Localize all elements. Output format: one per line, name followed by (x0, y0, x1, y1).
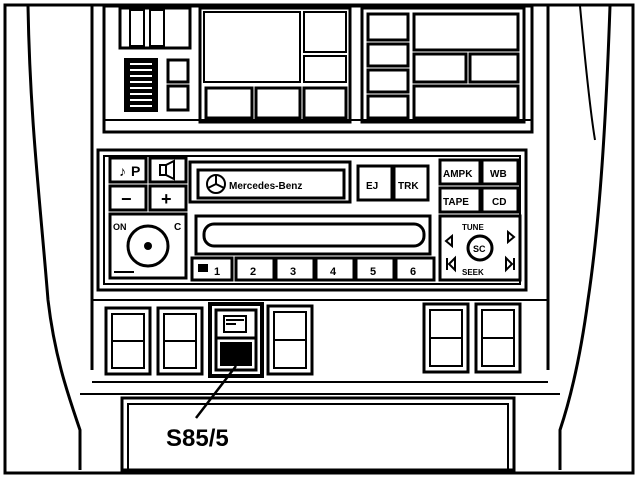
window-switch-icon (223, 315, 247, 333)
preset-button-4[interactable] (314, 256, 356, 282)
volume-knob[interactable] (126, 224, 170, 268)
ampk-label: AMPK (443, 169, 473, 180)
console-right-outer (579, 5, 596, 141)
climate-display (198, 6, 352, 124)
preset-button-6[interactable] (394, 256, 436, 282)
tune-label: TUNE (462, 223, 484, 232)
climate-button-5[interactable] (366, 42, 410, 68)
climate-button-2[interactable] (254, 86, 302, 120)
console-right-edge (558, 5, 612, 470)
switch-4[interactable] (266, 304, 314, 376)
speaker-button[interactable] (148, 156, 188, 184)
wb-label: WB (490, 169, 507, 180)
climate-panel (102, 4, 534, 134)
minus-button[interactable] (108, 184, 148, 212)
track-label: TRK (398, 181, 419, 192)
preset-button-3[interactable] (274, 256, 316, 282)
thumbwheel[interactable] (124, 58, 158, 112)
scan-label: SC (473, 244, 486, 254)
climate-button-4[interactable] (366, 12, 410, 42)
power-knob-area (108, 212, 188, 280)
speaker-icon (159, 159, 175, 181)
preset-button-5[interactable] (354, 256, 396, 282)
brand-label: Mercedes-Benz (229, 181, 302, 192)
wb-button[interactable] (480, 158, 520, 186)
seek-back-icon[interactable] (446, 255, 456, 273)
preset-label-6: 6 (410, 266, 416, 278)
switch-1[interactable] (104, 306, 152, 376)
seek-label: SEEK (462, 268, 484, 277)
climate-button-3[interactable] (302, 86, 348, 120)
ampk-button[interactable] (438, 158, 482, 186)
plus-button[interactable] (148, 184, 188, 212)
mercedes-star-icon (206, 174, 226, 194)
cassette-slot[interactable] (194, 214, 432, 256)
callout-label: S85/5 (166, 425, 229, 452)
climate-button-6[interactable] (366, 68, 410, 94)
switch-6[interactable] (474, 302, 522, 374)
switch-s85-5[interactable] (208, 302, 264, 378)
climate-button-7[interactable] (366, 94, 410, 120)
switch-5[interactable] (422, 302, 470, 374)
mode-mark: C (174, 222, 181, 233)
eject-label: EJ (366, 181, 378, 192)
tune-right-icon[interactable] (507, 229, 516, 245)
preset-label-3: 3 (290, 266, 296, 278)
track-button[interactable] (392, 164, 430, 202)
scan-button[interactable] (466, 234, 494, 262)
climate-small-button-top[interactable] (166, 58, 190, 84)
preset-label-1: 1 (214, 266, 220, 278)
seek-forward-icon[interactable] (505, 255, 515, 273)
brand-plate (196, 168, 346, 200)
on-label: ON (113, 222, 127, 232)
cd-button[interactable] (480, 186, 520, 214)
tape-button[interactable] (438, 186, 482, 214)
cd-label: CD (492, 197, 506, 208)
callout-leader (195, 365, 237, 419)
switch-2[interactable] (156, 306, 204, 376)
preset-bank-button[interactable] (190, 256, 234, 282)
radio-panel: ♪ P − + ON C Mercedes-Benz EJ TRK (96, 148, 528, 292)
plus-label: + (161, 189, 172, 209)
switch-row (92, 299, 548, 383)
note-icon: ♪ (119, 163, 126, 179)
volume-up-button[interactable] (108, 156, 148, 184)
preset-label-2: 2 (250, 266, 256, 278)
climate-button-1[interactable] (204, 86, 254, 120)
console-left-edge (26, 5, 82, 470)
climate-button-9[interactable] (468, 52, 520, 84)
climate-small-button-bottom[interactable] (166, 84, 190, 112)
tune-left-icon[interactable] (444, 233, 453, 249)
eject-button[interactable] (356, 164, 394, 202)
minus-label: − (121, 189, 132, 209)
tape-label: TAPE (443, 197, 469, 208)
preset-button-2[interactable] (234, 256, 276, 282)
preset-label-5: 5 (370, 266, 376, 278)
preset-label-4: 4 (330, 266, 337, 278)
svg-text:P: P (131, 163, 140, 179)
storage-tray (80, 393, 560, 472)
tune-pad (438, 214, 522, 282)
climate-button-8[interactable] (412, 52, 468, 84)
